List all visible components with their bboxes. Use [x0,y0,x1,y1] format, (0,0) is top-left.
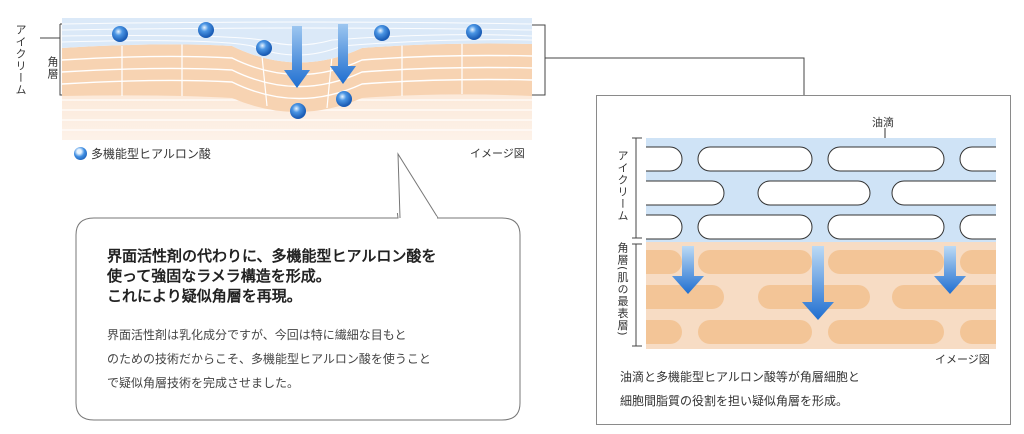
hyaluronic-acid-sphere [290,103,306,119]
right-brackets [632,137,642,347]
lamellar-structure-diagram [646,138,996,349]
body-line: 界面活性剤は乳化成分ですが、今回は特に繊細な目もと [107,328,407,342]
left-image-caption: イメージ図 [470,147,525,160]
detail-panel [596,95,1011,425]
hyaluronic-acid-sphere [374,25,390,41]
headline-line: これにより疑似角層を再現。 [107,287,302,305]
right-arrow [802,246,834,320]
hyaluronic-acid-sphere [198,22,214,38]
body-line: で疑似角層技術を完成させました。 [107,376,300,390]
skin-cross-section-diagram [62,18,532,140]
hyaluronic-acid-legend-icon [74,147,87,160]
penetration-arrow [330,24,356,84]
right-caption: 油滴と多機能型ヒアルロン酸等が角層細胞と 細胞間脂質の役割を担い疑似角層を形成。 [620,365,1000,413]
right-caption-line: 油滴と多機能型ヒアルロン酸等が角層細胞と [620,370,860,384]
callout-headline: 界面活性剤の代わりに、多機能型ヒアルロン酸を 使って強固なラメラ構造を形成。 こ… [107,246,507,306]
legend: 多機能型ヒアルロン酸 [74,145,211,162]
hyaluronic-acid-sphere [466,24,482,40]
cream-label: アイクリーム [14,24,27,96]
right-arrow [672,246,704,294]
right-stratum-label: 角層(肌の最表層) [616,242,629,337]
callout-body: 界面活性剤は乳化成分ですが、今回は特に繊細な目もと のための技術だからこそ、多機… [107,323,507,395]
legend-label: 多機能型ヒアルロン酸 [91,147,211,161]
oil-droplet-label: 油滴 [872,116,894,129]
hyaluronic-acid-sphere [336,91,352,107]
stratum-label: 角層 [46,56,59,80]
hyaluronic-acid-sphere [112,26,128,42]
headline-line: 使って強固なラメラ構造を形成。 [107,267,331,285]
callout-bubble [75,213,521,421]
penetration-arrow [284,26,310,88]
right-cream-label: アイクリーム [616,150,629,222]
hyaluronic-acid-sphere [256,40,272,56]
body-line: のための技術だからこそ、多機能型ヒアルロン酸を使うこと [107,352,431,366]
right-caption-line: 細胞間脂質の役割を担い疑似角層を形成。 [620,394,849,408]
headline-line: 界面活性剤の代わりに、多機能型ヒアルロン酸を [107,247,437,265]
right-image-caption: イメージ図 [935,353,990,366]
callout-pointer [397,152,439,220]
right-arrow [934,246,966,294]
